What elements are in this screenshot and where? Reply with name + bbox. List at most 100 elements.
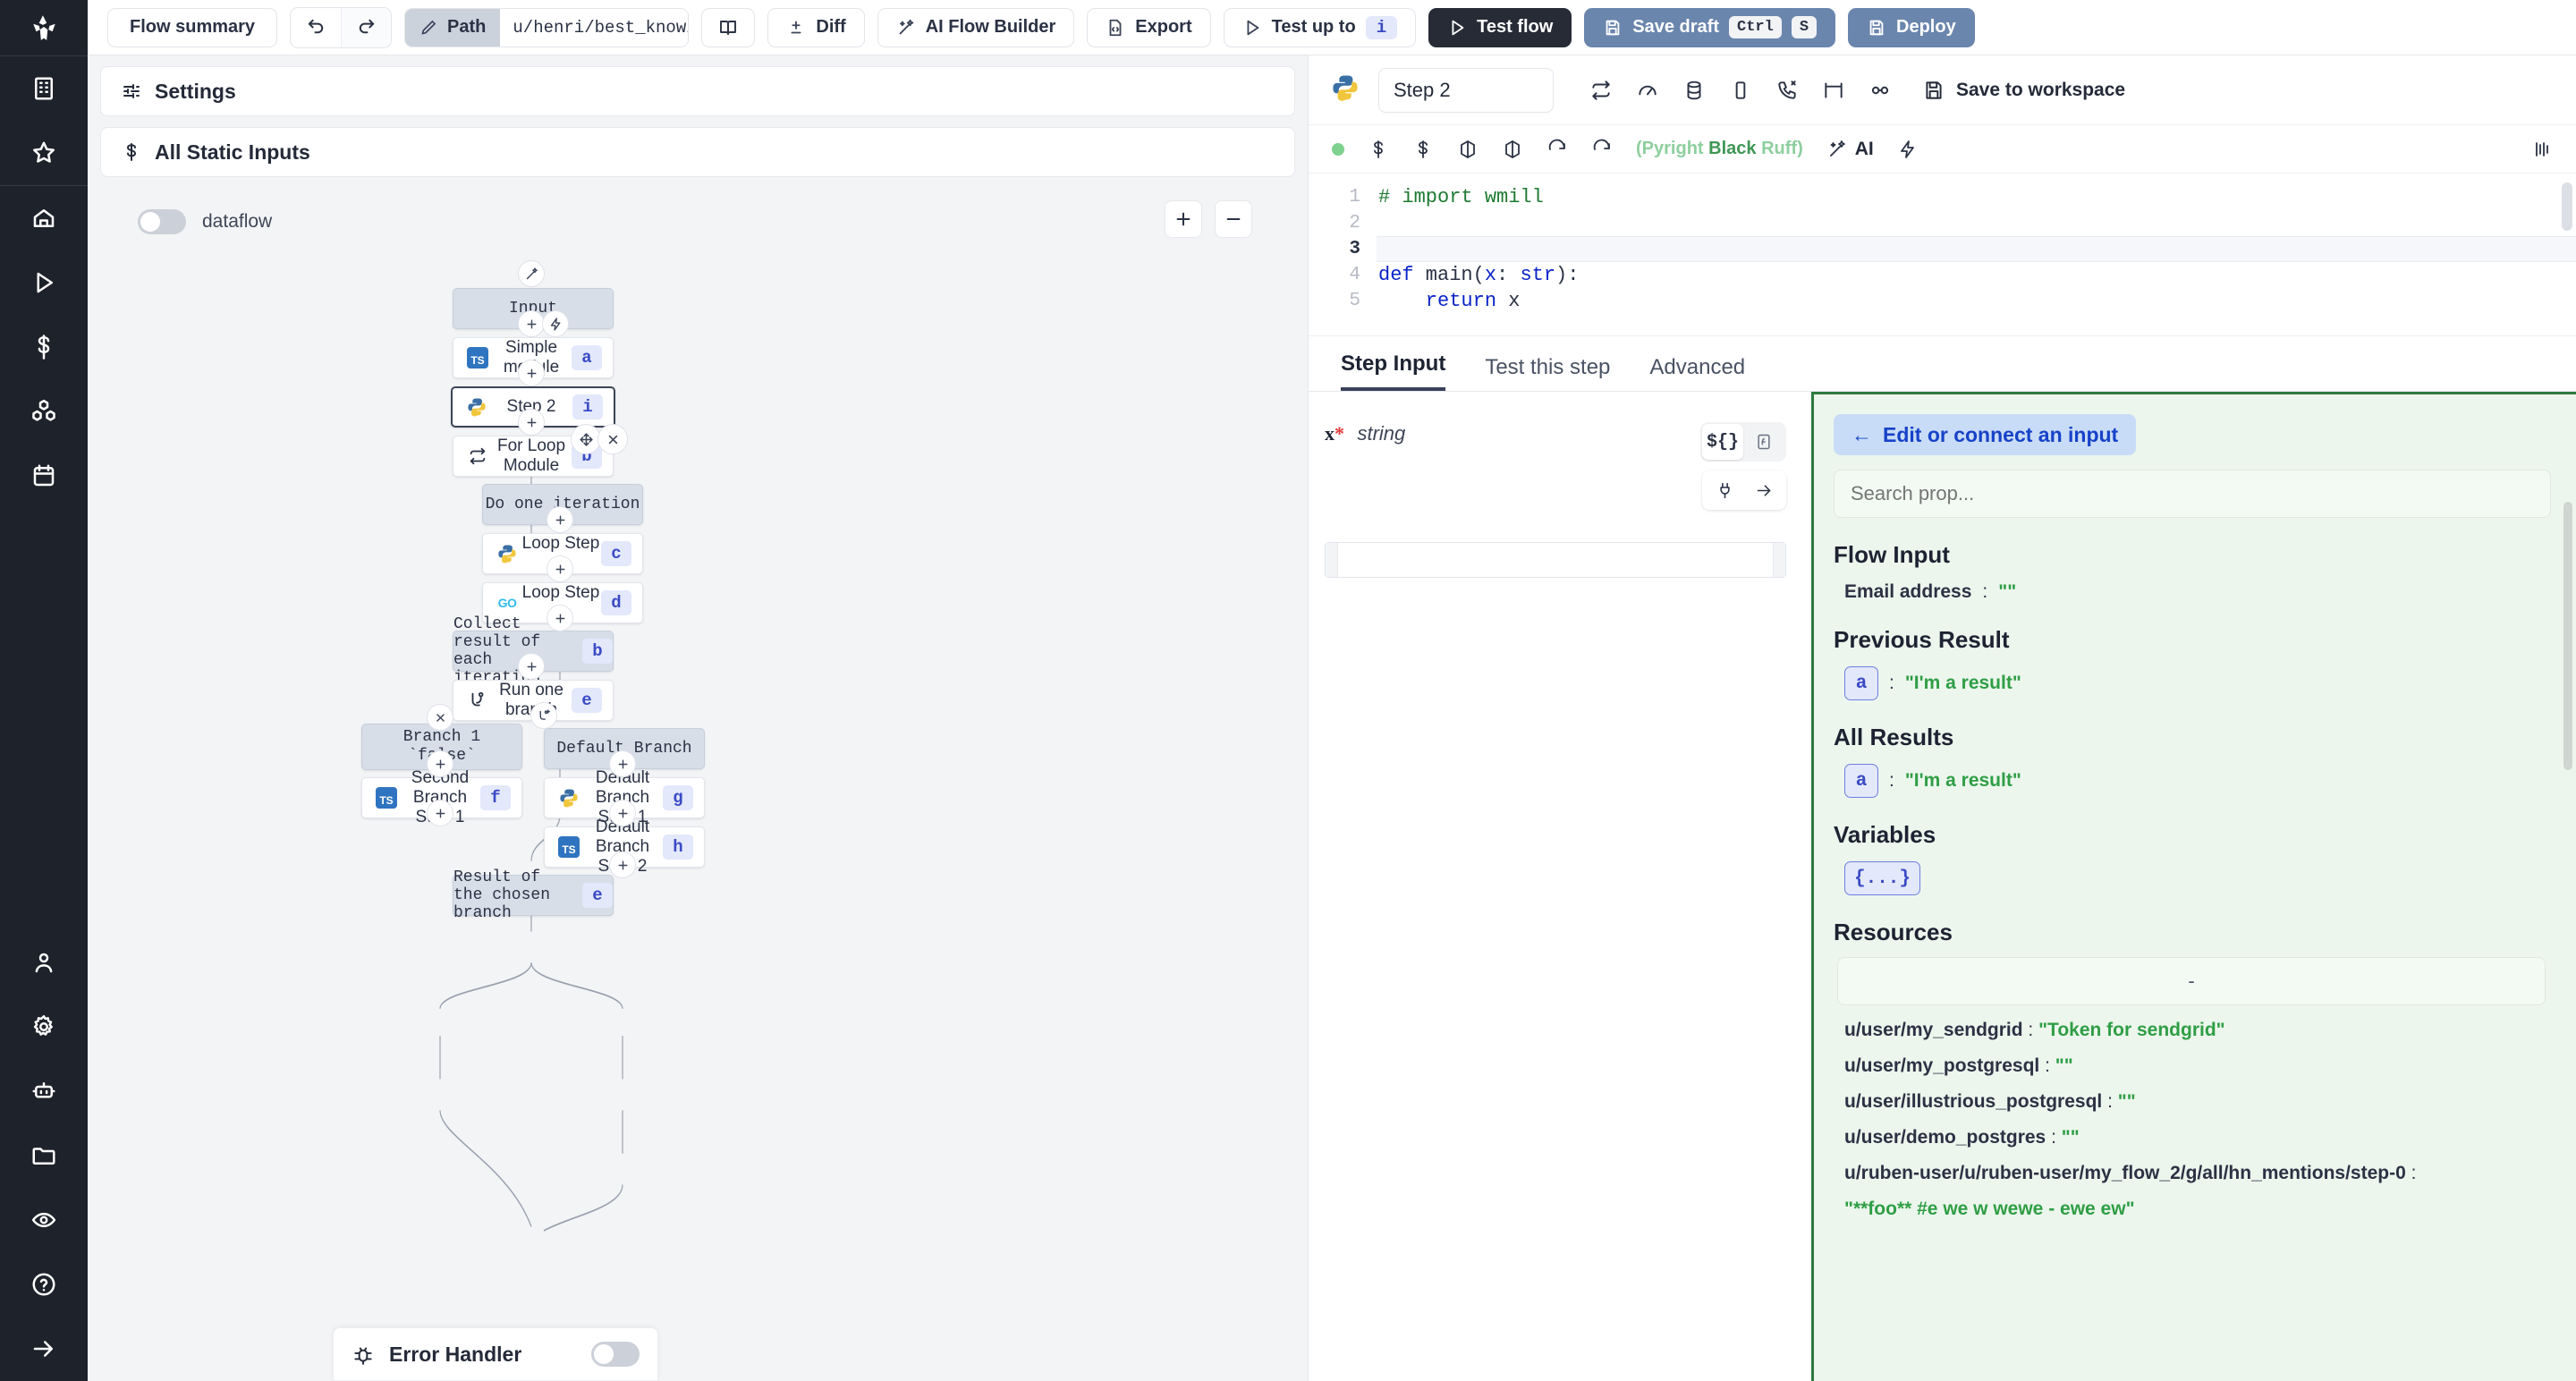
- test-up-to-button[interactable]: Test up to i: [1224, 8, 1416, 47]
- help-circle-icon[interactable]: [0, 1252, 88, 1317]
- prop-value-input[interactable]: [1325, 542, 1786, 578]
- edit-or-connect-input-button[interactable]: ← Edit or connect an input: [1834, 414, 2136, 455]
- fx-mode-button[interactable]: [1743, 424, 1784, 460]
- resource-row[interactable]: u/user/demo_postgres : "": [1834, 1127, 2551, 1148]
- play-icon[interactable]: [0, 250, 88, 315]
- code-scrollbar[interactable]: [2562, 182, 2572, 231]
- minimap-icon[interactable]: [2531, 139, 2553, 160]
- all-results-row[interactable]: a : "I'm a result": [1834, 764, 2551, 798]
- resource-row[interactable]: u/user/my_postgresql : "": [1834, 1055, 2551, 1077]
- refresh-icon[interactable]: [1546, 139, 1568, 160]
- export-button[interactable]: Export: [1087, 8, 1210, 47]
- tab-advanced[interactable]: Advanced: [1649, 355, 1745, 391]
- insert-handle-11[interactable]: [609, 800, 636, 826]
- insert-handle-1[interactable]: [518, 310, 545, 337]
- star-icon[interactable]: [0, 121, 88, 185]
- resource-row[interactable]: u/ruben-user/u/ruben-user/my_flow_2/g/al…: [1834, 1163, 2551, 1184]
- ai-flow-builder-button[interactable]: AI Flow Builder: [877, 8, 1075, 47]
- package-icon[interactable]: [1502, 139, 1523, 160]
- arrow-right-icon[interactable]: [0, 1317, 88, 1381]
- windmill-logo-icon[interactable]: [0, 0, 88, 55]
- dollar-icon[interactable]: [1368, 139, 1389, 160]
- flow-summary-button[interactable]: Flow summary: [107, 8, 277, 47]
- resource-row[interactable]: "**foo** #e we w wewe - ewe ew": [1834, 1199, 2551, 1220]
- resource-value: "": [2055, 1055, 2073, 1076]
- gauge-icon[interactable]: [1636, 79, 1659, 102]
- insert-handle-6[interactable]: [547, 605, 573, 631]
- infinity-icon[interactable]: [1868, 79, 1892, 102]
- blocks-icon[interactable]: [0, 379, 88, 444]
- tab-test-this-step[interactable]: Test this step: [1485, 355, 1610, 391]
- settings-row[interactable]: Settings: [100, 66, 1295, 116]
- building-icon[interactable]: [0, 56, 88, 121]
- insert-handle-9[interactable]: [609, 750, 636, 777]
- test-flow-button[interactable]: Test flow: [1428, 8, 1572, 47]
- resources-selector[interactable]: -: [1837, 957, 2546, 1005]
- path-control[interactable]: Path u/henri/best_knowi: [404, 8, 689, 47]
- loop-icon[interactable]: [1589, 79, 1613, 102]
- save-draft-button[interactable]: Save draft Ctrl S: [1584, 8, 1835, 47]
- insert-handle-7[interactable]: [518, 653, 545, 680]
- robot-icon[interactable]: [0, 1059, 88, 1123]
- save-icon: [1922, 79, 1945, 102]
- insert-handle-8[interactable]: [427, 750, 453, 777]
- phone-call-icon[interactable]: [1775, 79, 1799, 102]
- add-branch-handle[interactable]: [530, 702, 557, 729]
- previous-result-row[interactable]: a : "I'm a result": [1834, 666, 2551, 700]
- eye-icon[interactable]: [0, 1188, 88, 1252]
- package-icon[interactable]: [1457, 139, 1479, 160]
- goalpost-icon[interactable]: [1822, 79, 1845, 102]
- insert-handle-4[interactable]: [547, 506, 573, 533]
- panel-scrollbar[interactable]: [2563, 502, 2572, 770]
- colon: :: [2045, 1055, 2050, 1076]
- search-prop-input[interactable]: [1834, 470, 2551, 518]
- ai-assist-button[interactable]: AI: [1826, 139, 1874, 160]
- delete-node-handle[interactable]: [597, 424, 628, 454]
- insert-handle-3[interactable]: [518, 409, 545, 436]
- insert-handle-2[interactable]: [518, 360, 545, 386]
- path-value[interactable]: u/henri/best_knowi: [500, 9, 688, 47]
- resource-row[interactable]: u/user/illustrious_postgresql : "": [1834, 1091, 2551, 1113]
- deploy-button[interactable]: Deploy: [1848, 8, 1975, 47]
- folder-icon[interactable]: [0, 1123, 88, 1188]
- path-label[interactable]: Path: [405, 9, 500, 47]
- error-handler-toggle[interactable]: [591, 1342, 640, 1367]
- rectangle-icon[interactable]: [1729, 79, 1752, 102]
- ai-wand-handle[interactable]: [518, 260, 545, 287]
- book-icon-button[interactable]: [701, 8, 755, 47]
- delete-branch-handle[interactable]: [427, 704, 453, 731]
- code-editor[interactable]: 1 2 3 4 5 # import wmill def main(x: str…: [1309, 174, 2576, 336]
- insert-handle-12[interactable]: [609, 851, 636, 878]
- diff-button[interactable]: Diff: [767, 8, 864, 47]
- redo-icon[interactable]: [341, 8, 391, 47]
- move-node-handle[interactable]: [571, 424, 601, 454]
- node-result-chosen-branch[interactable]: Result of the chosen branch e: [453, 875, 614, 916]
- bolt-icon[interactable]: [1897, 139, 1919, 160]
- insert-handle-10[interactable]: [427, 800, 453, 826]
- plug-icon[interactable]: [1705, 473, 1744, 507]
- dollar-icon[interactable]: [1412, 139, 1434, 160]
- undo-icon[interactable]: [291, 8, 341, 47]
- save-to-workspace-button[interactable]: Save to workspace: [1922, 79, 2125, 102]
- flow-input-row[interactable]: Email address : "": [1834, 581, 2551, 603]
- result-chip-a: a: [1844, 666, 1878, 700]
- resource-row[interactable]: u/user/my_sendgrid : "Token for sendgrid…: [1834, 1020, 2551, 1041]
- variables-row[interactable]: {...}: [1834, 861, 2551, 895]
- all-static-inputs-row[interactable]: All Static Inputs: [100, 127, 1295, 177]
- code-lines[interactable]: # import wmill def main(x: str): return …: [1377, 174, 2576, 335]
- insert-handle-5[interactable]: [547, 555, 573, 582]
- template-mode-button[interactable]: ${}: [1702, 424, 1743, 460]
- gear-icon[interactable]: [0, 995, 88, 1059]
- user-icon[interactable]: [0, 930, 88, 995]
- arrow-right-icon[interactable]: [1744, 473, 1784, 507]
- home-icon[interactable]: [0, 186, 88, 250]
- database-icon[interactable]: [1682, 79, 1706, 102]
- tab-step-input[interactable]: Step Input: [1341, 352, 1445, 391]
- ai-label: AI: [1855, 139, 1874, 160]
- input-field[interactable]: [1338, 543, 1773, 577]
- refresh-icon[interactable]: [1591, 139, 1613, 160]
- step-name-input[interactable]: [1378, 68, 1554, 113]
- calendar-icon[interactable]: [0, 444, 88, 508]
- trigger-bolt-handle[interactable]: [542, 310, 569, 337]
- dollar-icon[interactable]: [0, 315, 88, 379]
